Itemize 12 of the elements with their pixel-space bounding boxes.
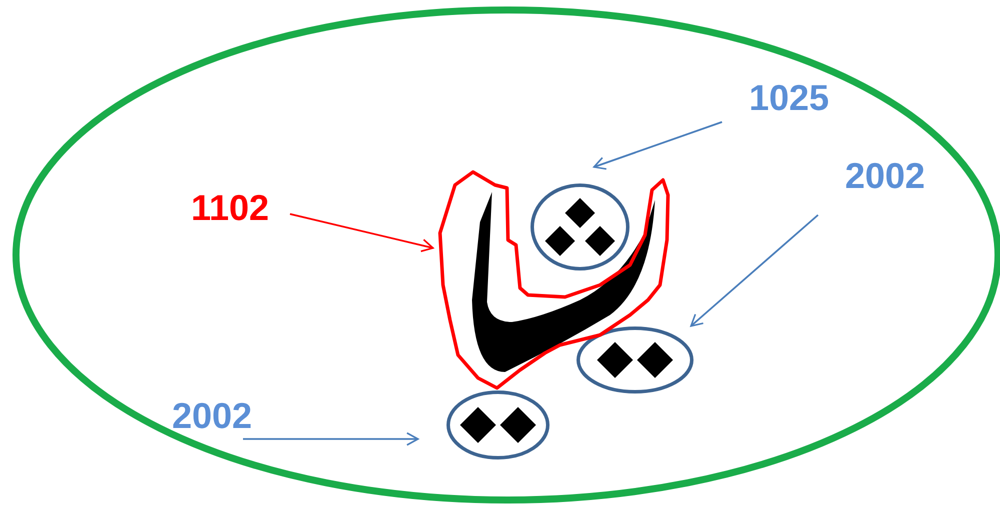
- dots-in-ellipse-drawing: [446, 390, 550, 460]
- code-label: 2002: [836, 156, 934, 198]
- leader-arrow: [243, 432, 419, 446]
- ellipse-outline: [12, 6, 1000, 504]
- code-label: 2002: [163, 396, 261, 438]
- leader-arrow: [690, 214, 819, 327]
- leader-arrow: [593, 121, 722, 170]
- code-label: 1025: [740, 78, 838, 120]
- dots-in-ellipse-drawing: [530, 183, 630, 271]
- leader-arrow: [290, 213, 434, 252]
- dots-in-ellipse-drawing: [576, 326, 694, 394]
- code-label: 1102: [181, 188, 279, 230]
